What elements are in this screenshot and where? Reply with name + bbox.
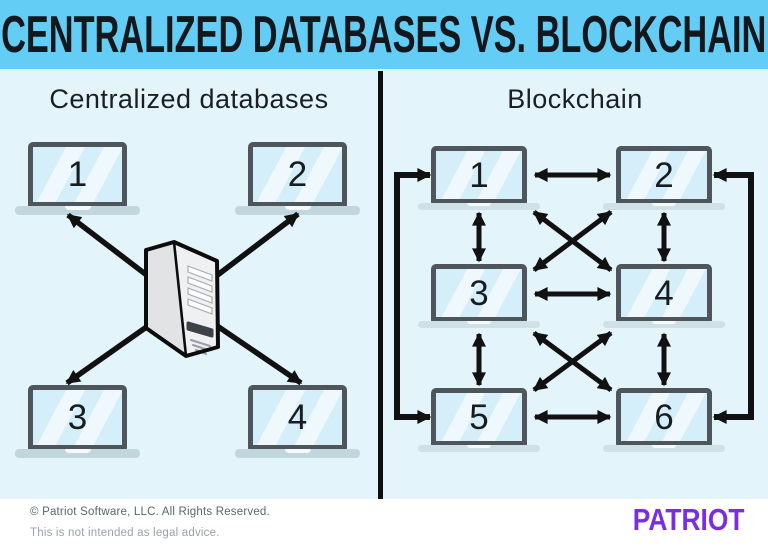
laptop-screen: 3 <box>431 264 527 322</box>
laptop-notch <box>652 445 676 448</box>
laptop-node-right-1: 1 <box>418 146 553 210</box>
disclaimer-text: This is not intended as legal advice. <box>30 527 220 539</box>
node-label: 4 <box>287 398 308 437</box>
laptop-node-right-4: 4 <box>603 264 738 328</box>
laptop-node-right-2: 2 <box>603 146 738 210</box>
laptop-screen: 2 <box>616 146 712 204</box>
node-label: 4 <box>654 273 674 313</box>
laptop-base <box>418 445 540 452</box>
node-label: 1 <box>67 155 88 194</box>
laptop-notch <box>467 203 491 206</box>
mesh-arrows <box>472 168 671 424</box>
node-label: 2 <box>654 155 674 195</box>
node-label: 1 <box>469 155 489 195</box>
laptop-base <box>603 445 725 452</box>
laptop-base <box>603 321 725 328</box>
right-panel-heading: Blockchain <box>507 84 643 114</box>
laptop-notch <box>64 206 91 210</box>
laptop-screen: 1 <box>28 142 127 207</box>
laptop-screen: 3 <box>28 385 127 450</box>
laptop-node-left-1: 1 <box>15 142 153 215</box>
node-label: 6 <box>654 397 674 437</box>
patriot-logo: PATRIOT <box>632 502 744 537</box>
node-label: 3 <box>67 398 88 437</box>
laptop-node-left-2: 2 <box>235 142 373 215</box>
laptop-notch <box>652 203 676 206</box>
copyright-text: © Patriot Software, LLC. All Rights Rese… <box>30 506 270 518</box>
laptop-notch <box>467 321 491 324</box>
node-label: 3 <box>469 273 489 313</box>
laptop-node-right-6: 6 <box>603 388 738 452</box>
laptop-notch <box>64 449 91 453</box>
laptop-base <box>15 206 140 215</box>
laptop-screen: 2 <box>248 142 347 207</box>
panel-divider <box>378 71 383 499</box>
title-banner: CENTRALIZED DATABASES VS. BLOCKCHAIN <box>0 0 768 69</box>
node-label: 2 <box>287 155 308 194</box>
laptop-notch <box>467 445 491 448</box>
server-icon <box>144 240 220 358</box>
laptop-node-left-3: 3 <box>15 385 153 458</box>
laptop-base <box>418 203 540 210</box>
laptop-screen: 6 <box>616 388 712 446</box>
laptop-screen: 1 <box>431 146 527 204</box>
laptop-notch <box>652 321 676 324</box>
node-label: 5 <box>469 397 489 437</box>
page-title: CENTRALIZED DATABASES VS. BLOCKCHAIN <box>1 5 767 64</box>
ring-arrows <box>394 168 754 424</box>
laptop-node-right-5: 5 <box>418 388 553 452</box>
laptop-notch <box>284 206 311 210</box>
laptop-base <box>418 321 540 328</box>
laptop-screen: 4 <box>616 264 712 322</box>
laptop-screen: 4 <box>248 385 347 450</box>
laptop-base <box>235 449 360 458</box>
left-panel-heading: Centralized databases <box>49 84 329 114</box>
laptop-base <box>15 449 140 458</box>
laptop-notch <box>284 449 311 453</box>
laptop-base <box>235 206 360 215</box>
laptop-node-left-4: 4 <box>235 385 373 458</box>
laptop-screen: 5 <box>431 388 527 446</box>
footer <box>0 499 768 552</box>
laptop-node-right-3: 3 <box>418 264 553 328</box>
laptop-base <box>603 203 725 210</box>
